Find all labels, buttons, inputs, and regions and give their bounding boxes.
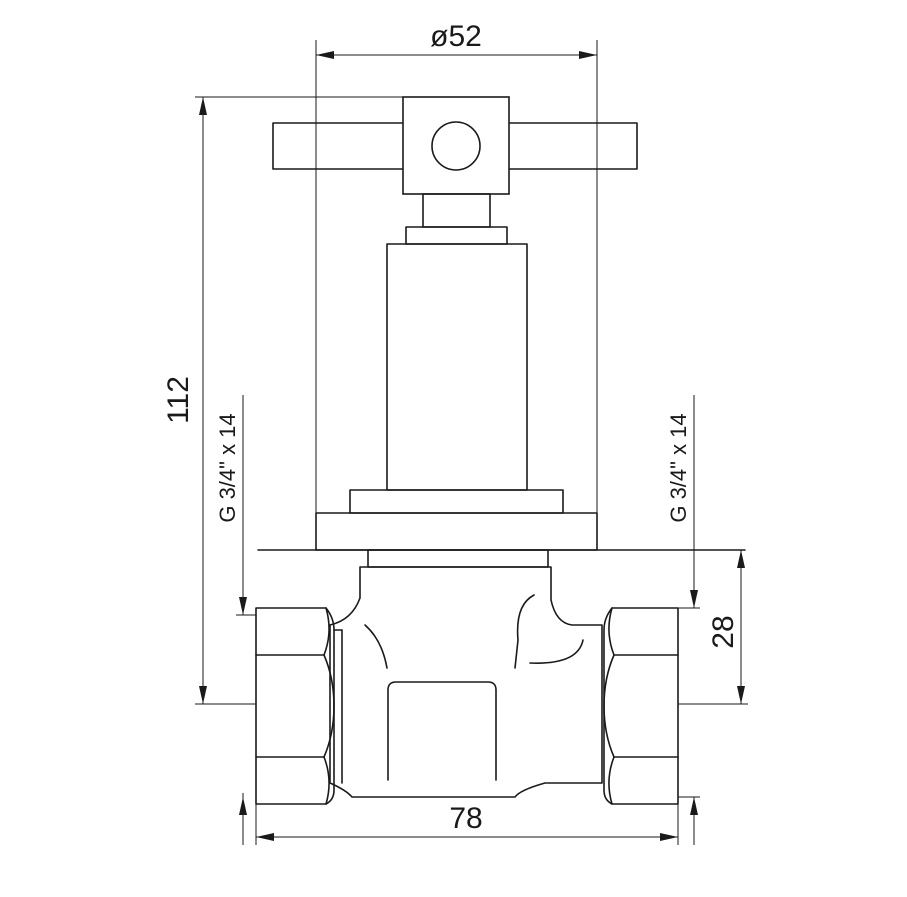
outlet-height-dimension: 28 (678, 550, 748, 705)
right-thread-dimension: G 3/4" x 14 (666, 395, 700, 845)
outlet-height-label: 28 (707, 615, 740, 648)
left-hex-nut (255, 607, 343, 805)
flow-curve-left (364, 624, 388, 669)
cross-handle (272, 96, 638, 195)
escutcheon (315, 512, 598, 551)
handle-cap (431, 121, 481, 171)
left-thread-dimension: G 3/4" x 14 (215, 395, 256, 845)
height-label: 112 (162, 376, 195, 424)
diameter-label: ø52 (430, 20, 482, 53)
width-label: 78 (449, 802, 482, 835)
flow-curve-right-a (514, 594, 535, 669)
stem-collar (405, 226, 508, 245)
body-outline (329, 566, 603, 798)
stem (315, 193, 598, 551)
valve-body (329, 549, 603, 798)
left-thread-label: G 3/4" x 14 (215, 413, 240, 522)
stem-base (349, 489, 564, 514)
flow-curve-right-b (529, 639, 584, 664)
diameter-dimension: ø52 (315, 20, 598, 513)
body-neck (367, 549, 549, 568)
height-dimension: 112 (162, 96, 403, 705)
right-thread-label: G 3/4" x 14 (666, 413, 691, 522)
stem-neck (422, 193, 491, 228)
right-hex-nut (603, 607, 679, 805)
body-window (387, 681, 497, 781)
stem-body (386, 243, 528, 491)
handle-hub (402, 96, 510, 195)
width-dimension: 78 (255, 802, 679, 845)
